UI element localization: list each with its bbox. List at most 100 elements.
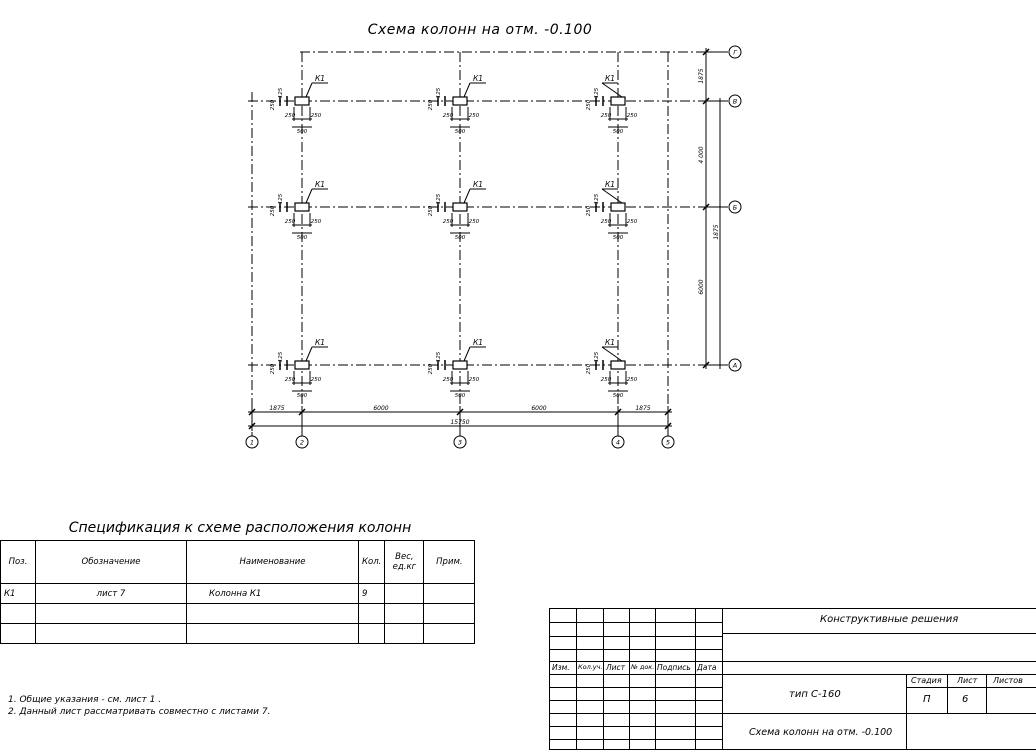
- stamp-h-koluch: Кол.уч.: [578, 663, 603, 671]
- stamp-stage-label: Стадия: [911, 676, 942, 685]
- dim-text: 1875: [269, 405, 284, 412]
- spec-cell: [359, 624, 385, 644]
- spec-cell: К1: [1, 584, 36, 604]
- dim-text: 1875: [713, 224, 720, 239]
- spec-cell: [424, 624, 475, 644]
- col-dim-text: 500: [455, 393, 466, 399]
- column-k1: [611, 97, 625, 105]
- note-2: 2. Данный лист рассматривать совместно с…: [8, 706, 270, 718]
- mark-leader: [602, 83, 622, 97]
- col-dim-text: 250: [601, 377, 612, 383]
- column-k1: [611, 203, 625, 211]
- stamp-h-date: Дата: [697, 663, 716, 672]
- mark-leader: [306, 83, 312, 97]
- col-dim-text: 250: [601, 219, 612, 225]
- dim-text: 15750: [450, 419, 469, 426]
- stamp-sheets-label: Листов: [993, 676, 1023, 685]
- mark-leader: [464, 83, 470, 97]
- spec-cell: лист 7: [36, 584, 187, 604]
- col-dim-text: 250: [627, 377, 638, 383]
- column-k1: [453, 361, 467, 369]
- stamp-sheet: 6: [962, 694, 968, 705]
- col-dim-text: 250: [601, 113, 612, 119]
- table-row: К1 лист 7 Колонна К1 9: [1, 584, 475, 604]
- spec-cell: [385, 584, 424, 604]
- col-dim-text: 125: [594, 87, 600, 98]
- spec-header-row: Поз. Обозначение Наименование Кол. Вес, …: [1, 541, 475, 584]
- col-dim-text: 250: [311, 377, 322, 383]
- axis-label: 2: [300, 439, 304, 447]
- spec-table: Поз. Обозначение Наименование Кол. Вес, …: [0, 540, 475, 644]
- col-dim-text: 250: [586, 205, 592, 216]
- col-dim-text: 500: [613, 129, 624, 135]
- axis-label: В: [733, 98, 738, 106]
- col-dim-text: 500: [613, 235, 624, 241]
- col-dim-text: 500: [297, 393, 308, 399]
- mark-leader: [306, 189, 312, 203]
- spec-cell: [385, 604, 424, 624]
- mark-leader: [464, 347, 470, 361]
- col-dim-text: 500: [297, 129, 308, 135]
- col-dim-text: 250: [270, 205, 276, 216]
- dim-text: 6000: [373, 405, 388, 412]
- title-block: Изм. Кол.уч. Лист № док. Подпись Дата Ко…: [549, 608, 1036, 750]
- axis-label: 4: [616, 439, 620, 447]
- axis-label: Б: [733, 204, 738, 212]
- column-k1: [453, 203, 467, 211]
- col-dim-text: 250: [285, 377, 296, 383]
- spec-cell: Колонна К1: [187, 584, 359, 604]
- column-k1: [453, 97, 467, 105]
- spec-title: Спецификация к схеме расположения колонн: [0, 520, 480, 536]
- spec-h-weight: Вес, ед.кг: [385, 541, 424, 584]
- stamp-sheet-title: Схема колонн на отм. -0.100: [749, 727, 892, 738]
- column-k1: [295, 203, 309, 211]
- col-dim-text: 250: [627, 219, 638, 225]
- mark-leader: [306, 347, 312, 361]
- spec-cell: [1, 624, 36, 644]
- spec-h-name: Наименование: [187, 541, 359, 584]
- col-dim-text: 250: [443, 113, 454, 119]
- stamp-h-sign: Подпись: [657, 663, 691, 672]
- table-row: [1, 624, 475, 644]
- column-k1: [295, 97, 309, 105]
- spec-cell: [1, 604, 36, 624]
- col-dim-text: 250: [443, 377, 454, 383]
- col-dim-text: 250: [469, 377, 480, 383]
- column-mark-label: К1: [315, 74, 325, 83]
- dim-text: 6000: [531, 405, 546, 412]
- col-dim-text: 250: [285, 219, 296, 225]
- stamp-type: тип С-160: [789, 689, 841, 700]
- col-dim-text: 250: [443, 219, 454, 225]
- axis-label: 1: [250, 439, 254, 447]
- stamp-org: Конструктивные решения: [820, 614, 958, 625]
- spec-cell: [359, 604, 385, 624]
- stamp-h-izm: Изм.: [552, 663, 570, 672]
- dim-text: 1875: [635, 405, 650, 412]
- spec-cell: [187, 604, 359, 624]
- table-row: [1, 604, 475, 624]
- stamp-sheet-label: Лист: [957, 676, 977, 685]
- col-dim-text: 250: [270, 99, 276, 110]
- mark-leader: [602, 189, 622, 203]
- dim-text: 6000: [698, 279, 705, 294]
- col-dim-text: 250: [586, 99, 592, 110]
- stamp-h-doc: № док.: [631, 663, 654, 671]
- axis-label: 3: [458, 439, 462, 447]
- col-dim-text: 125: [278, 351, 284, 362]
- dim-text: 1875: [698, 68, 705, 83]
- col-dim-text: 125: [594, 193, 600, 204]
- stamp-stage: П: [923, 694, 931, 705]
- col-dim-text: 500: [455, 129, 466, 135]
- column-k1: [611, 361, 625, 369]
- spec-cell: [424, 584, 475, 604]
- spec-cell: [36, 604, 187, 624]
- note-1: 1. Общие указания - см. лист 1 .: [8, 694, 270, 706]
- col-dim-text: 250: [270, 363, 276, 374]
- col-dim-text: 125: [436, 87, 442, 98]
- col-dim-text: 250: [428, 363, 434, 374]
- mark-leader: [464, 189, 470, 203]
- column-mark-label: К1: [473, 74, 483, 83]
- spec-cell: [36, 624, 187, 644]
- col-dim-text: 125: [278, 193, 284, 204]
